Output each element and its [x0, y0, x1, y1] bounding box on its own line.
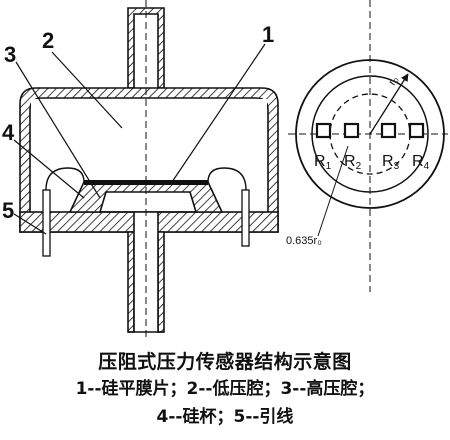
- resistor-r1: [315, 122, 332, 139]
- callout-2: 2: [42, 28, 54, 53]
- housing-shell: [19, 87, 279, 233]
- resistor-label-r2: R2: [344, 153, 362, 172]
- radius-label: r₀: [386, 74, 401, 87]
- resistor-label-r4: R4: [412, 153, 430, 172]
- top-view: r₀ R1 R2 R3 R4 0.635r₀: [286, 0, 448, 292]
- offset-label: 0.635r₀: [286, 235, 322, 247]
- resistor-label-r3: R3: [382, 153, 400, 172]
- lead-pin-left: [42, 189, 51, 257]
- caption-legend-line-2: 4--硅杯；5--引线: [156, 407, 294, 427]
- callout-4: 4: [2, 120, 15, 145]
- resistor-r4: [408, 122, 425, 139]
- resistor-r2: [343, 122, 360, 139]
- resistor-r3: [380, 122, 397, 139]
- cross-section-view: 1 2 3 4 5: [2, 0, 279, 340]
- callout-3: 3: [4, 42, 16, 67]
- callout-5: 5: [2, 198, 14, 223]
- resistor-label-r1: R1: [314, 153, 332, 172]
- caption-title: 压阻式压力传感器结构示意图: [98, 351, 352, 373]
- sensor-structure-diagram: 1 2 3 4 5 r₀ R1 R2 R3 R4 0.635r₀: [2, 0, 448, 340]
- caption-legend-line-1: 1--硅平膜片；2--低压腔；3--高压腔；: [75, 379, 375, 399]
- radius-arrow: [369, 73, 409, 135]
- callout-1: 1: [262, 22, 274, 47]
- lead-pin-right: [241, 189, 250, 247]
